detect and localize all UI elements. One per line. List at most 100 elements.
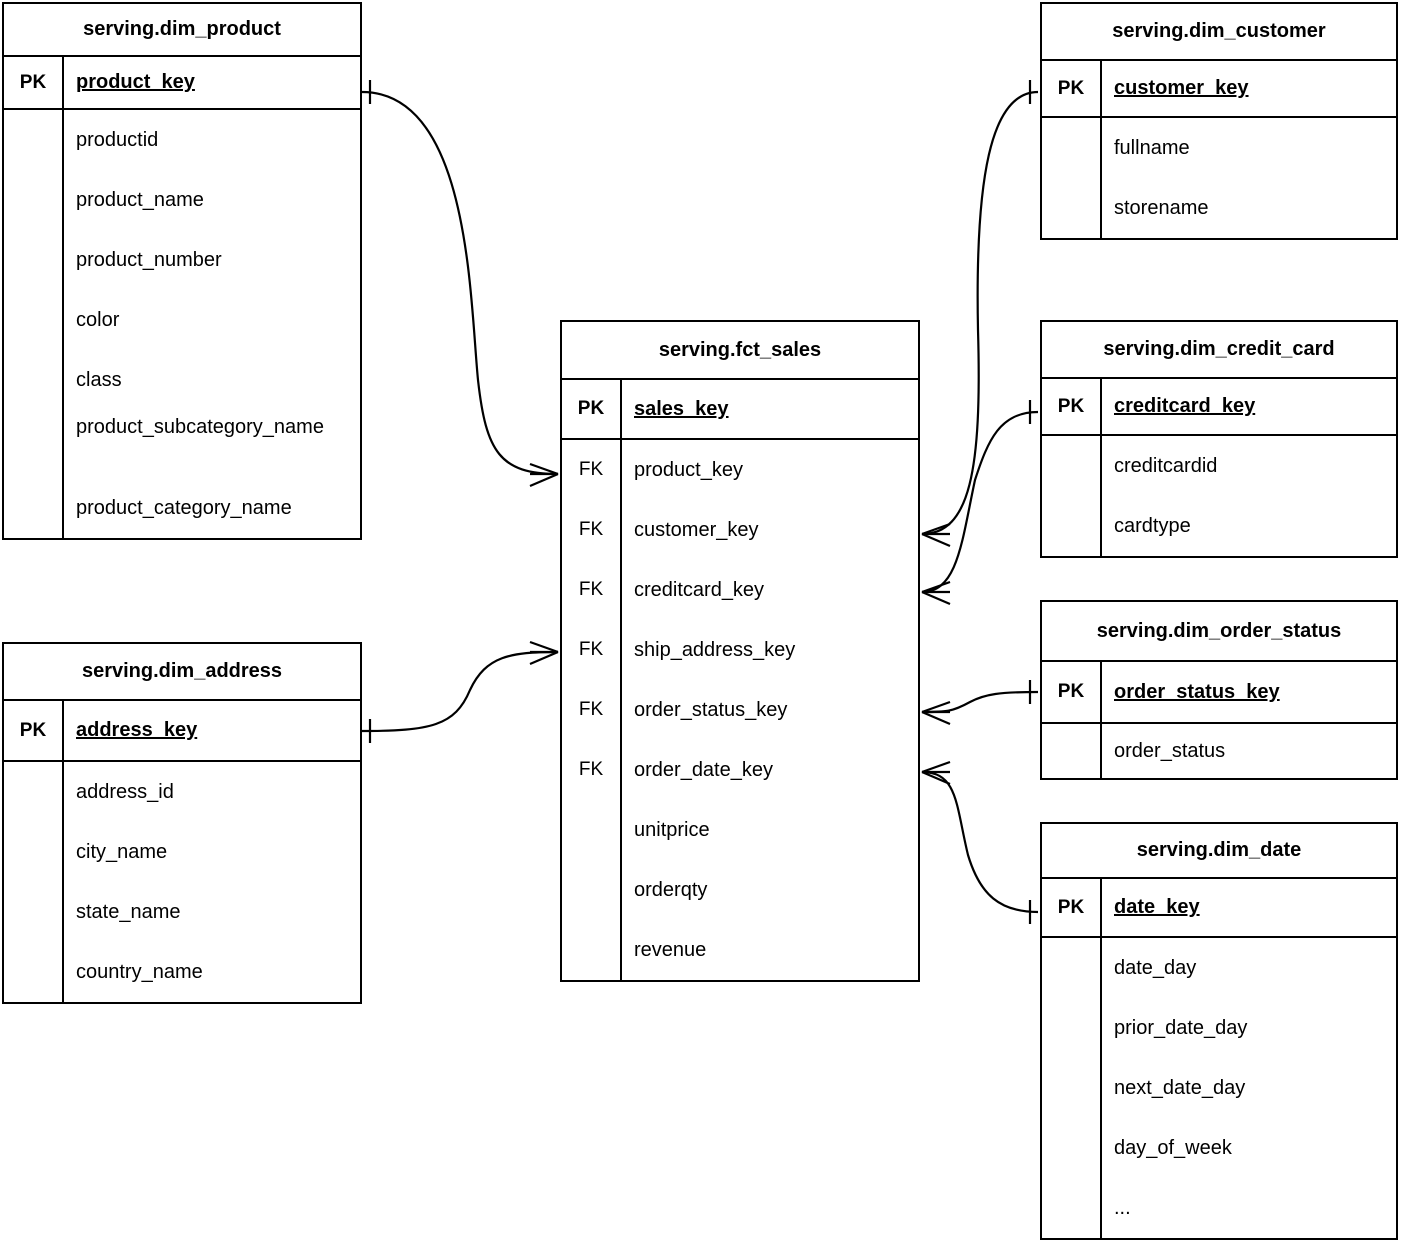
attr-name: product_number xyxy=(76,248,222,271)
entity-dim-order-status[interactable]: serving.dim_order_status PK order_status… xyxy=(1040,600,1398,780)
attr-name: country_name xyxy=(76,960,203,983)
entity-title: serving.dim_credit_card xyxy=(1042,322,1396,379)
attr-key xyxy=(1042,998,1100,1058)
relationship-product-sales xyxy=(361,80,559,488)
attr-name: product_name xyxy=(76,188,204,211)
entity-title: serving.dim_address xyxy=(4,644,360,702)
entity-title: serving.dim_product xyxy=(4,4,360,57)
relationship-customer-sales xyxy=(921,80,1039,548)
relationship-address-sales xyxy=(361,640,559,743)
pk-badge: PK xyxy=(577,398,605,420)
attr-key xyxy=(562,920,620,980)
pk-badge: PK xyxy=(1057,77,1085,99)
fk-badge: FK xyxy=(578,639,604,660)
fk-badge: FK xyxy=(578,699,604,720)
pk-field-name: sales_key xyxy=(634,397,729,420)
attr-key xyxy=(1042,724,1100,778)
attribute-block: fullname storename xyxy=(1042,118,1396,238)
attr-name: product_category_name xyxy=(76,496,292,519)
attr-name: productid xyxy=(76,128,159,151)
attr-name: next_date_day xyxy=(1114,1076,1246,1099)
attr-key xyxy=(1042,1058,1100,1118)
fk-badge: FK xyxy=(578,519,604,540)
attr-key xyxy=(4,290,62,350)
attr-key xyxy=(1042,436,1100,496)
pk-badge: PK xyxy=(19,71,47,93)
attr-key xyxy=(4,350,62,410)
pk-field-name: product_key xyxy=(76,71,195,94)
attr-name: prior_date_day xyxy=(1114,1016,1248,1039)
attr-name: city_name xyxy=(76,840,168,863)
pk-row: PK creditcard_key xyxy=(1042,379,1396,436)
pk-badge: PK xyxy=(1057,896,1085,918)
attr-key xyxy=(4,230,62,290)
attr-name: product_subcategory_name xyxy=(76,416,324,438)
fk-badge: FK xyxy=(578,579,604,600)
attr-name: orderqty xyxy=(634,878,708,901)
relationship-date-sales xyxy=(921,760,1039,924)
attr-name: creditcard_key xyxy=(634,578,765,601)
attr-name: order_status xyxy=(1114,739,1226,762)
attr-name: unitprice xyxy=(634,818,710,841)
entity-dim-customer[interactable]: serving.dim_customer PK customer_key ful… xyxy=(1040,2,1398,240)
attr-name: order_status_key xyxy=(634,698,788,721)
attr-key xyxy=(1042,496,1100,556)
pk-row: PK customer_key xyxy=(1042,61,1396,118)
attr-name: customer_key xyxy=(634,518,759,541)
pk-badge: PK xyxy=(19,719,47,741)
attr-key xyxy=(4,942,62,1002)
attr-key xyxy=(4,478,62,538)
attribute-block: date_day prior_date_day next_date_day da… xyxy=(1042,938,1396,1238)
entity-title: serving.dim_customer xyxy=(1042,4,1396,61)
attr-key xyxy=(4,170,62,230)
pk-badge: PK xyxy=(1057,395,1085,417)
fk-badge: FK xyxy=(578,759,604,780)
attr-name: storename xyxy=(1114,196,1209,219)
entity-title: serving.fct_sales xyxy=(562,322,918,381)
entity-fct-sales[interactable]: serving.fct_sales PK sales_key FK FK FK … xyxy=(560,320,920,982)
attribute-block: address_id city_name state_name country_… xyxy=(4,762,360,1002)
pk-field-name: order_status_key xyxy=(1114,680,1280,703)
attr-name: day_of_week xyxy=(1114,1136,1232,1159)
attr-name: class xyxy=(76,368,122,391)
attr-key xyxy=(1042,118,1100,178)
relationship-creditcard-sales xyxy=(921,400,1039,606)
attribute-block: order_status xyxy=(1042,724,1396,778)
attr-name: color xyxy=(76,308,120,331)
attr-key xyxy=(4,822,62,882)
attr-name: fullname xyxy=(1114,136,1190,159)
pk-field-name: customer_key xyxy=(1114,77,1249,100)
attr-name: state_name xyxy=(76,900,181,923)
attr-key xyxy=(4,762,62,822)
pk-field-name: date_key xyxy=(1114,896,1200,919)
attr-name: cardtype xyxy=(1114,514,1191,537)
pk-row: PK product_key xyxy=(4,57,360,110)
entity-title: serving.dim_date xyxy=(1042,824,1396,880)
attr-key xyxy=(1042,938,1100,998)
attr-key xyxy=(1042,1178,1100,1238)
pk-field-name: creditcard_key xyxy=(1114,395,1256,418)
attr-name: creditcardid xyxy=(1114,454,1218,477)
pk-badge: PK xyxy=(1057,681,1085,702)
attr-name: product_key xyxy=(634,458,743,481)
attr-name: order_date_key xyxy=(634,758,773,781)
attr-key xyxy=(4,110,62,170)
entity-dim-address[interactable]: serving.dim_address PK address_key addre… xyxy=(2,642,362,1004)
attr-key xyxy=(4,410,62,478)
attr-key xyxy=(1042,178,1100,238)
entity-dim-credit-card[interactable]: serving.dim_credit_card PK creditcard_ke… xyxy=(1040,320,1398,558)
entity-dim-product[interactable]: serving.dim_product PK product_key produ… xyxy=(2,2,362,540)
attr-key xyxy=(562,860,620,920)
attr-key xyxy=(1042,1118,1100,1178)
attr-key xyxy=(4,882,62,942)
attr-name: revenue xyxy=(634,938,707,961)
attr-name: ship_address_key xyxy=(634,638,796,661)
pk-field-name: address_key xyxy=(76,719,198,742)
attr-key xyxy=(562,800,620,860)
entity-dim-date[interactable]: serving.dim_date PK date_key date_day pr… xyxy=(1040,822,1398,1240)
fk-badge: FK xyxy=(578,459,604,480)
relationship-orderstatus-sales xyxy=(921,680,1039,726)
pk-row: PK address_key xyxy=(4,701,360,762)
attribute-block: FK FK FK FK FK FK product_key customer_k… xyxy=(562,440,918,980)
